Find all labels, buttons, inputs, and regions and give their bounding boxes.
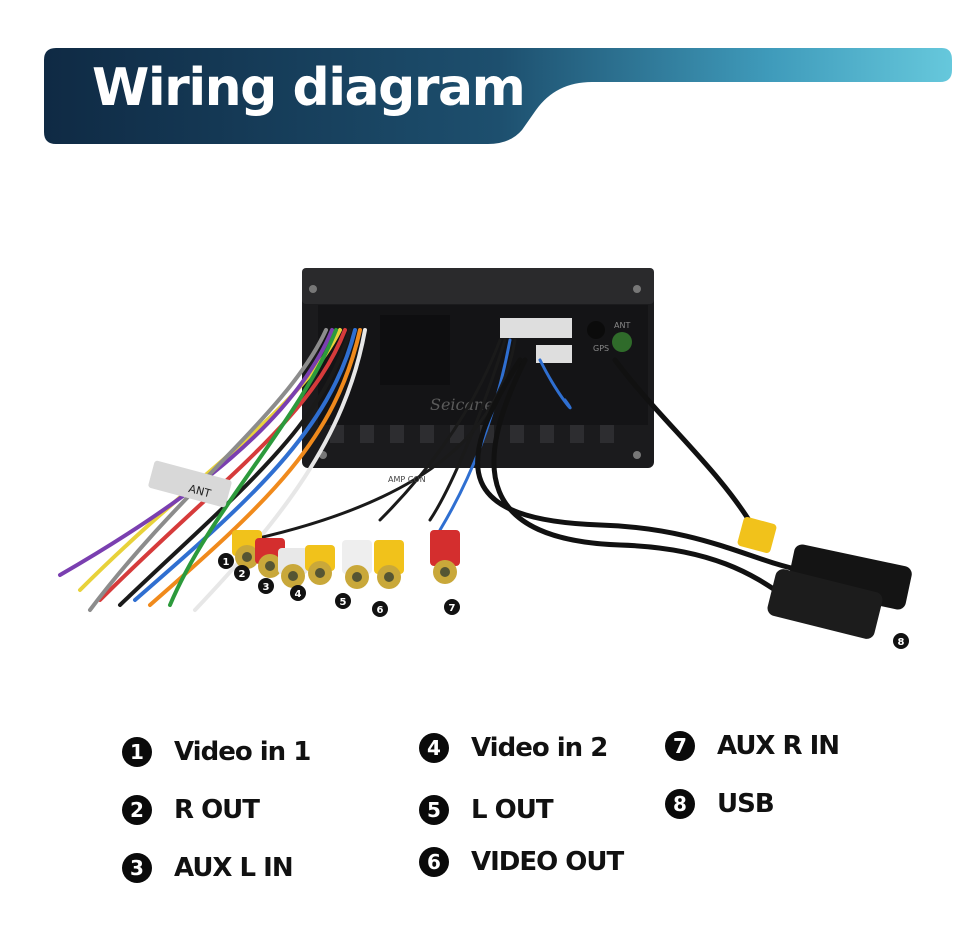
legend-item: 5 L OUT <box>419 790 554 830</box>
rca-plug-4 <box>305 545 335 585</box>
legend-item: 3 AUX L IN <box>122 848 294 888</box>
legend-label: L OUT <box>471 795 554 825</box>
legend-item: 8 USB <box>665 784 775 824</box>
callout-markers: 1 2 3 4 5 6 7 8 <box>218 553 909 649</box>
product-photo: Seicane GPS ANT ANT AMP CON <box>58 268 912 649</box>
callout-3: 3 <box>258 578 274 594</box>
svg-text:8: 8 <box>898 637 905 648</box>
legend-number: 3 <box>122 853 152 883</box>
rca-plug-7 <box>430 530 460 584</box>
svg-text:3: 3 <box>263 582 270 593</box>
rca-plug-6 <box>374 540 404 589</box>
ant-tag-label: ANT <box>187 482 212 500</box>
legend-item: 6 VIDEO OUT <box>419 842 624 882</box>
legend-item: 4 Video in 2 <box>419 728 608 768</box>
legend-label: R OUT <box>174 795 260 825</box>
rca-plug-5 <box>342 540 372 589</box>
gps-port-label: GPS <box>593 344 609 353</box>
svg-text:5: 5 <box>340 597 347 608</box>
rca-plug-2 <box>255 538 285 578</box>
legend-label: AUX L IN <box>174 853 294 883</box>
ant-port-label: ANT <box>614 321 630 330</box>
usb-cables <box>475 357 803 603</box>
rca-plug-3 <box>278 548 308 588</box>
svg-text:6: 6 <box>377 605 384 616</box>
legend-number: 8 <box>665 789 695 819</box>
callout-5: 5 <box>335 593 351 609</box>
amp-con-tag: AMP CON <box>388 475 426 484</box>
legend-number: 1 <box>122 737 152 767</box>
legend-label: VIDEO OUT <box>471 847 624 877</box>
callout-8: 8 <box>893 633 909 649</box>
legend-item: 2 R OUT <box>122 790 260 830</box>
usb-connectors <box>737 517 912 639</box>
page-title: Wiring diagram <box>92 58 526 118</box>
head-unit: Seicane GPS ANT <box>302 268 654 468</box>
legend-number: 6 <box>419 847 449 877</box>
power-harness <box>58 328 367 612</box>
legend-number: 2 <box>122 795 152 825</box>
legend-label: Video in 1 <box>174 737 311 767</box>
brand-watermark: Seicane <box>430 395 494 414</box>
legend-number: 5 <box>419 795 449 825</box>
svg-text:4: 4 <box>295 589 302 600</box>
callout-2: 2 <box>234 565 250 581</box>
ant-tag: ANT <box>148 460 232 508</box>
svg-text:7: 7 <box>449 603 456 614</box>
callout-7: 7 <box>444 599 460 615</box>
legend-label: AUX R IN <box>717 731 840 761</box>
callout-4: 4 <box>290 585 306 601</box>
callout-1: 1 <box>218 553 234 569</box>
legend-number: 7 <box>665 731 695 761</box>
legend-label: Video in 2 <box>471 733 608 763</box>
legend-label: USB <box>717 789 775 819</box>
svg-text:2: 2 <box>239 569 246 580</box>
callout-6: 6 <box>372 601 388 617</box>
rca-plug-1 <box>232 530 262 569</box>
svg-text:1: 1 <box>223 557 230 568</box>
banner-background <box>44 48 952 144</box>
legend-item: 7 AUX R IN <box>665 726 840 766</box>
legend-item: 1 Video in 1 <box>122 732 311 772</box>
title-banner: Wiring diagram <box>0 0 980 160</box>
legend-number: 4 <box>419 733 449 763</box>
rca-connectors <box>232 530 460 589</box>
